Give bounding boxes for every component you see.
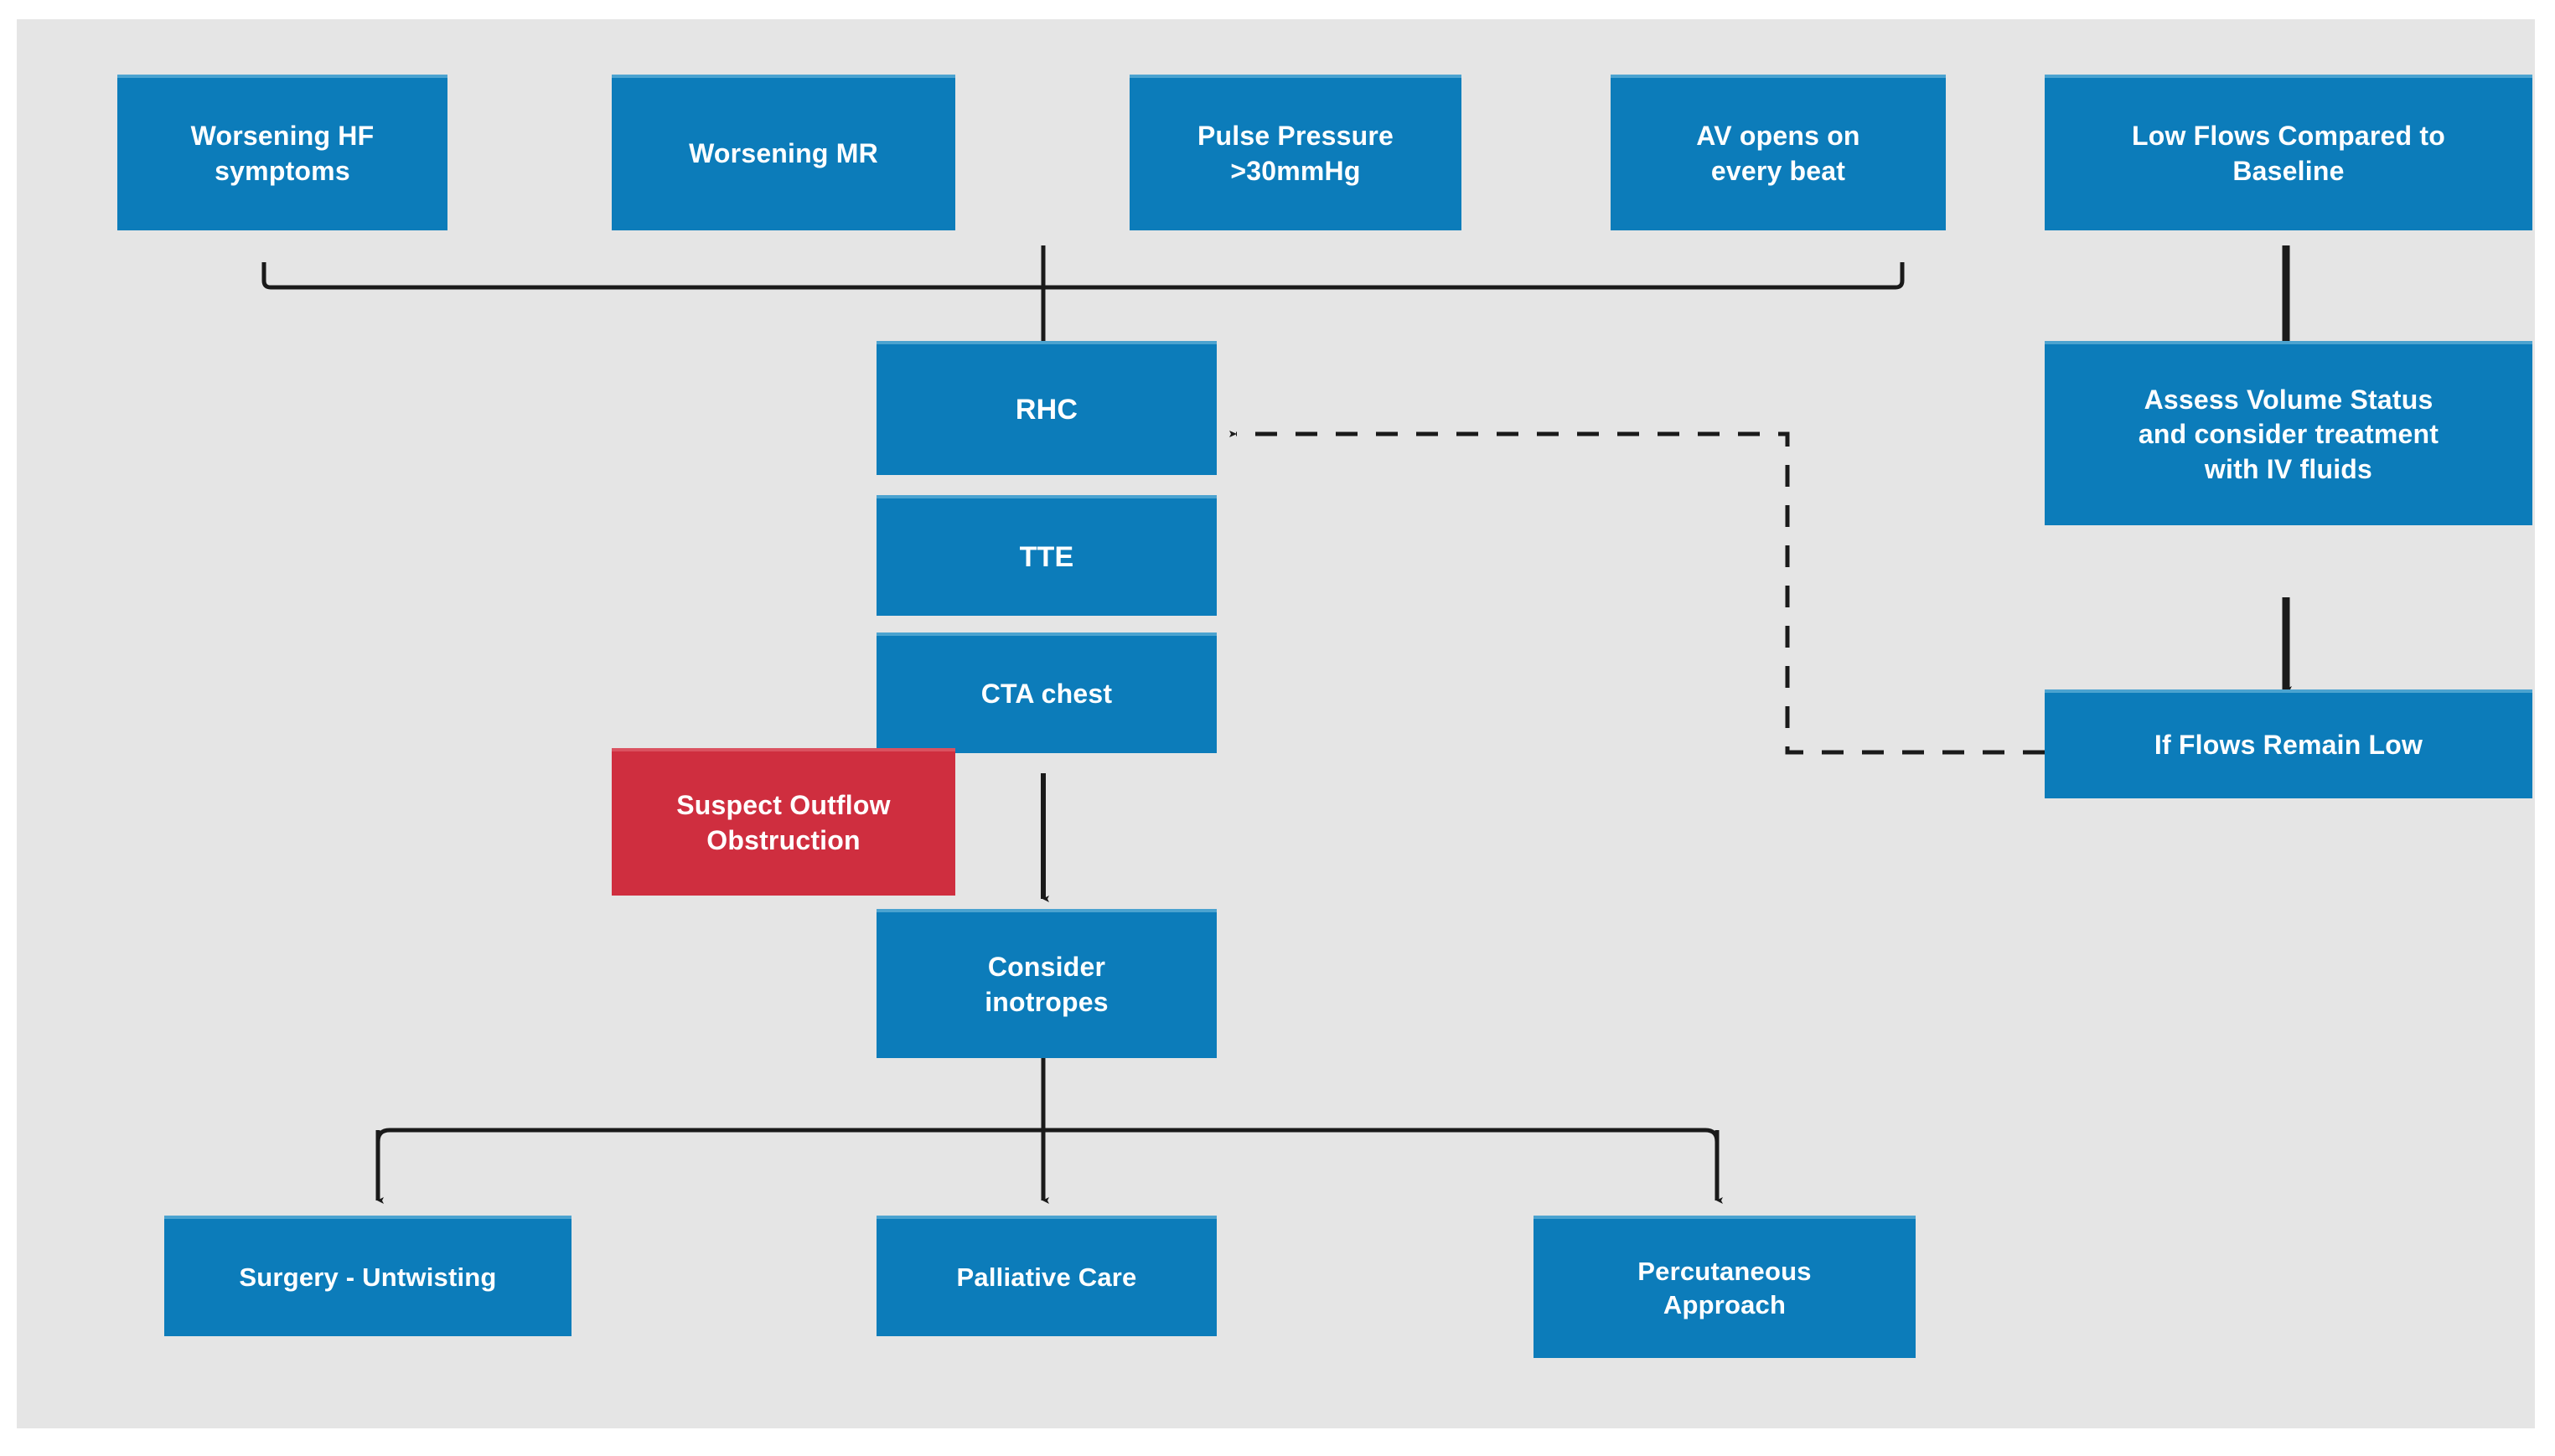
node-worsening-hf-symptoms[interactable]: Worsening HF symptoms — [117, 75, 447, 230]
node-suspect-outflow-obstruction[interactable]: Suspect Outflow Obstruction — [612, 748, 955, 896]
node-worsening-mr[interactable]: Worsening MR — [612, 75, 955, 230]
node-label: TTE — [1019, 540, 1074, 573]
node-pulse-pressure[interactable]: Pulse Pressure >30mmHg — [1130, 75, 1461, 230]
edge-if-flows-to-rhc — [1229, 431, 2045, 755]
node-label: Assess Volume Status and consider treatm… — [2138, 384, 2439, 484]
node-cta-chest[interactable]: CTA chest — [877, 632, 1217, 753]
node-label: Percutaneous Approach — [1637, 1256, 1812, 1319]
node-label: Suspect Outflow Obstruction — [676, 790, 891, 855]
node-label: Consider inotropes — [985, 952, 1109, 1017]
node-label: RHC — [1015, 393, 1078, 426]
node-label: AV opens on every beat — [1696, 121, 1860, 186]
node-low-flows-compared-to-baseline[interactable]: Low Flows Compared to Baseline — [2045, 75, 2532, 230]
flowchart-canvas: Worsening HF symptoms Worsening MR Pulse… — [17, 19, 2535, 1428]
edge-inotropes-to-options — [375, 1037, 1723, 1204]
node-label: Pulse Pressure >30mmHg — [1197, 121, 1394, 186]
node-label: Worsening MR — [689, 138, 878, 169]
node-palliative-care[interactable]: Palliative Care — [877, 1216, 1217, 1336]
node-label: Palliative Care — [956, 1262, 1137, 1292]
node-percutaneous-approach[interactable]: Percutaneous Approach — [1534, 1216, 1916, 1358]
node-tte[interactable]: TTE — [877, 495, 1217, 616]
node-label: Worsening HF symptoms — [190, 121, 375, 186]
node-av-opens-every-beat[interactable]: AV opens on every beat — [1611, 75, 1946, 230]
node-label: Surgery - Untwisting — [239, 1262, 497, 1292]
node-surgery-untwisting[interactable]: Surgery - Untwisting — [164, 1216, 572, 1336]
node-consider-inotropes[interactable]: Consider inotropes — [877, 909, 1217, 1058]
node-label: If Flows Remain Low — [2154, 730, 2423, 761]
node-rhc[interactable]: RHC — [877, 341, 1217, 475]
node-if-flows-remain-low[interactable]: If Flows Remain Low — [2045, 689, 2532, 798]
node-label: CTA chest — [980, 679, 1113, 710]
node-label: Low Flows Compared to Baseline — [2132, 121, 2445, 186]
node-assess-volume-status[interactable]: Assess Volume Status and consider treatm… — [2045, 341, 2532, 525]
